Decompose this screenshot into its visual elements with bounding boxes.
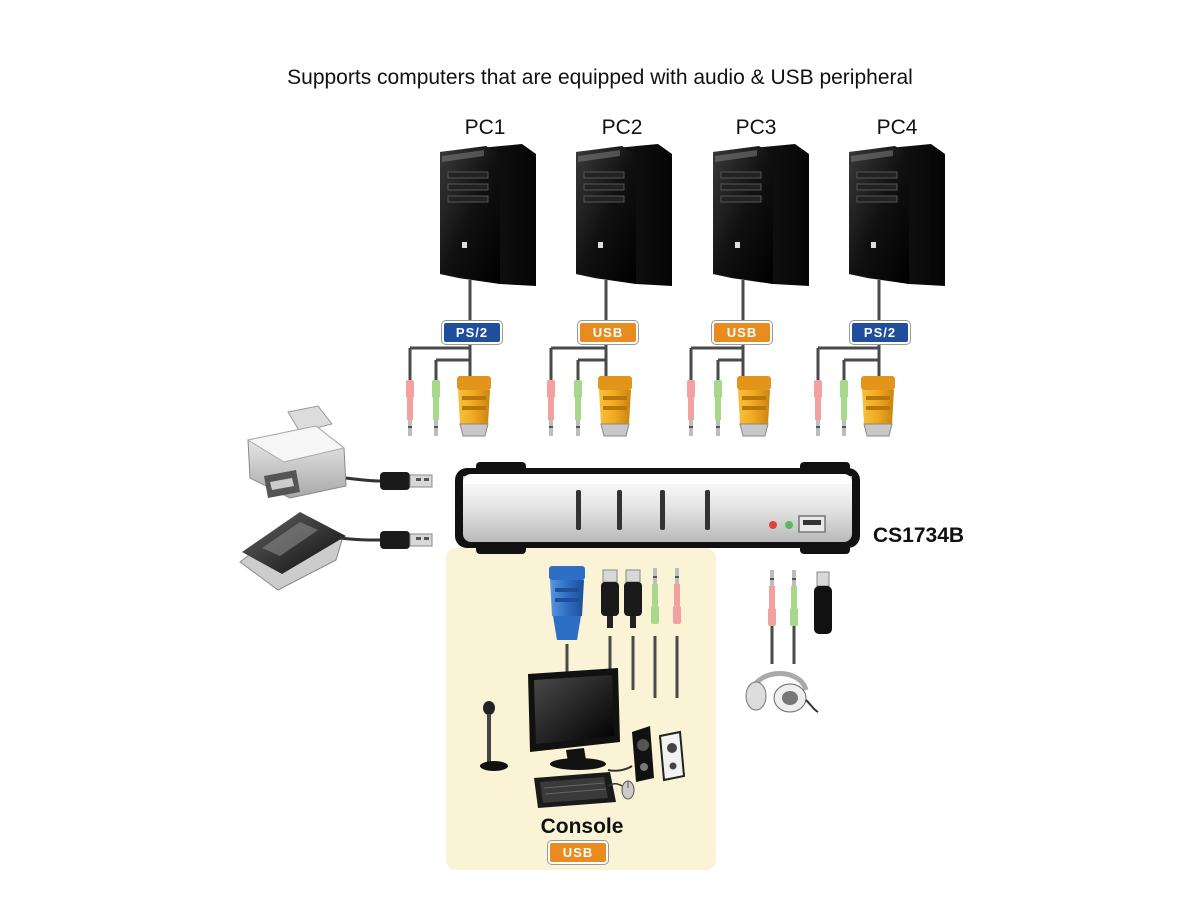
audio-plug-icon — [406, 380, 414, 436]
audio-plug-icon — [574, 380, 582, 436]
speaker-icon — [632, 726, 654, 782]
audio-plug-icon — [790, 570, 798, 626]
audio-plug-icon — [547, 380, 555, 436]
pc3-tower-icon — [712, 143, 810, 287]
kvm-switch-icon — [455, 462, 860, 554]
vga-connector-icon — [597, 375, 633, 437]
monitor-icon — [528, 668, 620, 770]
console-interface-badge: USB — [548, 841, 608, 864]
pc2-interface-badge: USB — [578, 321, 638, 344]
audio-plug-icon — [714, 380, 722, 436]
pc2-label: PC2 — [601, 116, 643, 139]
mouse-icon — [607, 780, 635, 800]
speaker-icon — [658, 730, 686, 782]
keyboard-icon — [534, 772, 616, 808]
pc3-connectors — [687, 375, 772, 437]
headset-icon — [745, 671, 819, 713]
pc4-interface-badge: PS/2 — [850, 321, 910, 344]
scanner-icon — [239, 512, 346, 591]
pc-cables — [408, 280, 881, 380]
console-label: Console — [540, 815, 624, 838]
pc1-interface-badge: PS/2 — [442, 321, 502, 344]
pc1-tower-icon — [439, 143, 537, 287]
pc2-tower-icon — [575, 143, 673, 287]
audio-plug-icon — [768, 570, 776, 626]
microphone-icon — [480, 701, 508, 771]
audio-plug-icon — [687, 380, 695, 436]
pc1-label: PC1 — [464, 116, 506, 139]
diagram-caption: Supports computers that are equipped wit… — [287, 66, 913, 89]
audio-plug-icon — [432, 380, 440, 436]
pc3-interface-badge: USB — [712, 321, 772, 344]
usb-plug-icon — [379, 471, 433, 491]
audio-plug-icon — [814, 380, 822, 436]
console-vga-connector-icon — [549, 566, 585, 640]
pc4-tower-icon — [848, 143, 946, 287]
printer-icon — [246, 405, 347, 499]
pc4-connectors — [814, 375, 896, 437]
pc1-connectors — [406, 375, 492, 437]
pc3-label: PC3 — [735, 116, 777, 139]
vga-connector-icon — [456, 375, 492, 437]
usb-plug-icon — [379, 530, 433, 550]
vga-connector-icon — [860, 375, 896, 437]
vga-connector-icon — [736, 375, 772, 437]
pc2-connectors — [547, 375, 633, 437]
audio-plug-icon — [840, 380, 848, 436]
usb-flash-drive-icon — [814, 571, 832, 634]
pc4-label: PC4 — [876, 116, 918, 139]
switch-model-label: CS1734B — [873, 524, 965, 547]
